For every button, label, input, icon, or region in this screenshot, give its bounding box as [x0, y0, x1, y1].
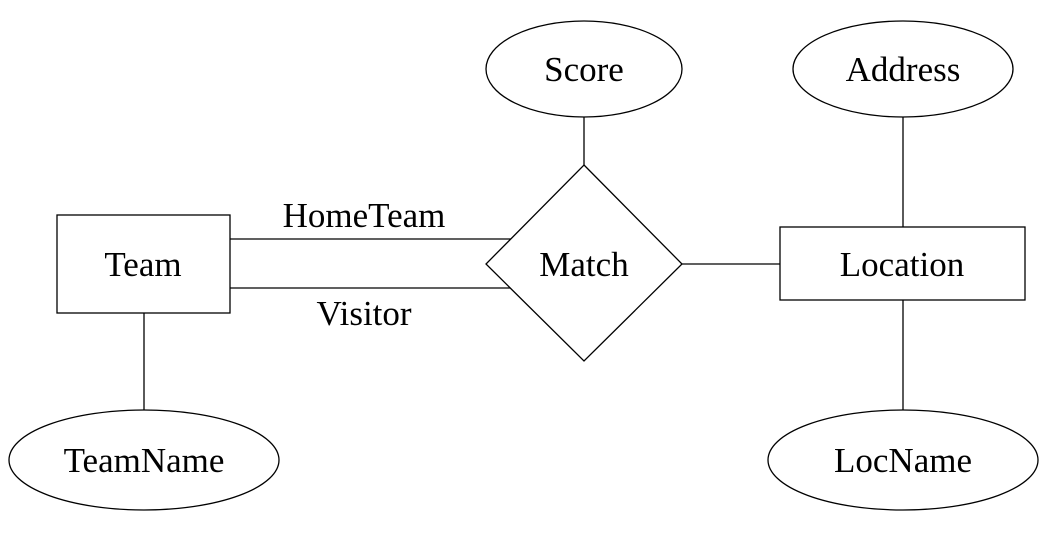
attribute-teamname: TeamName: [8, 409, 280, 511]
role-visitor-label: Visitor: [316, 294, 411, 333]
attribute-address: Address: [792, 20, 1014, 118]
attribute-teamname-ellipse: [8, 409, 280, 511]
attribute-address-label: Address: [846, 50, 961, 89]
entity-location: Location: [779, 226, 1026, 301]
attribute-score-label: Score: [544, 50, 624, 89]
entity-team-label: Team: [104, 245, 181, 284]
attribute-score: Score: [485, 20, 683, 118]
attribute-locname: LocName: [767, 409, 1039, 511]
entity-location-box: [779, 226, 1026, 301]
relationship-match: Match: [485, 164, 683, 362]
attribute-locname-label: LocName: [834, 441, 972, 480]
relationship-match-diamond: [485, 164, 683, 362]
role-hometeam-label: HomeTeam: [283, 196, 446, 235]
entity-team: Team: [56, 214, 231, 314]
attribute-score-ellipse: [485, 20, 683, 118]
attribute-teamname-label: TeamName: [64, 441, 225, 480]
attribute-locname-ellipse: [767, 409, 1039, 511]
entity-location-label: Location: [840, 245, 964, 284]
entity-team-box: [56, 214, 231, 314]
attribute-address-ellipse: [792, 20, 1014, 118]
relationship-match-label: Match: [539, 245, 629, 284]
